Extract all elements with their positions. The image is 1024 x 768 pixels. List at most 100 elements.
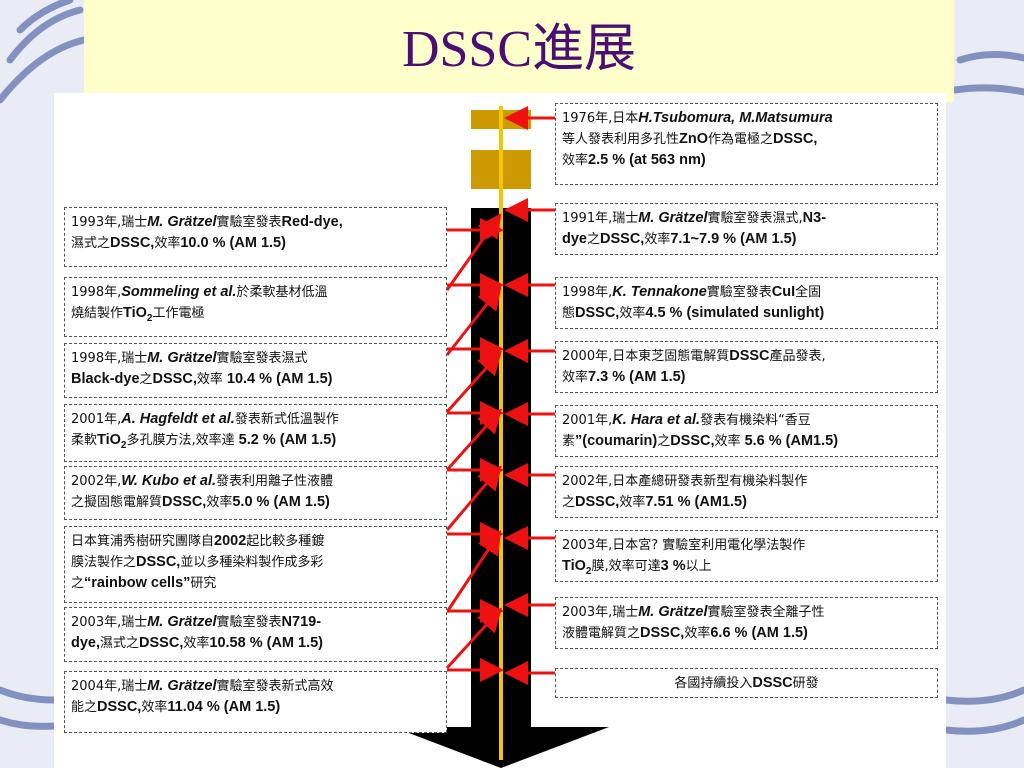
box-text-segment: 6.6 % (AM 1.5) bbox=[710, 625, 808, 641]
box-text-segment: 10.0 % (AM 1.5) bbox=[180, 235, 286, 251]
box-line: 1998年,Sommeling et al.於柔軟基材低溫 bbox=[71, 282, 440, 303]
box-text-segment: 之 bbox=[71, 576, 85, 591]
box-text-segment: N719- bbox=[281, 614, 322, 630]
left-event-box: 2002年,W. Kubo et al.發表利用離子性液體之擬固態電解質DSSC… bbox=[64, 466, 447, 520]
box-text-segment: 之 bbox=[657, 434, 671, 449]
box-text-segment: 實驗室發表 bbox=[216, 615, 282, 630]
box-text-segment: 實驗室發表 bbox=[706, 285, 772, 300]
box-text-segment: 工作電極 bbox=[152, 306, 205, 321]
box-text-segment: M. Grätzel bbox=[147, 214, 217, 230]
box-text-segment: 燒結製作 bbox=[71, 306, 124, 321]
box-text-segment: 2000年,日本東芝固態電解質 bbox=[562, 349, 730, 364]
diagonal-arrow bbox=[445, 350, 503, 414]
left-event-box: 2003年,瑞士M. Grätzel實驗室發表N719- dye,濕式之DSSC,… bbox=[64, 607, 447, 662]
box-text-segment: 態 bbox=[562, 306, 576, 321]
box-text-segment: 1998年, bbox=[562, 285, 613, 300]
box-text-segment: 5.6 % (AM1.5) bbox=[740, 433, 839, 449]
right-event-box: 1998年,K. Tennakone實驗室發表CuI全固態DSSC,效率4.5 … bbox=[555, 277, 938, 329]
box-text-segment: 效率 bbox=[619, 495, 646, 510]
box-text-segment: 效率 bbox=[714, 434, 741, 449]
box-text-segment: 發表有機染料“香豆 bbox=[700, 413, 811, 428]
box-text-segment: M. Grätzel bbox=[147, 614, 217, 630]
box-text-segment: Sommeling et al. bbox=[121, 284, 237, 300]
box-text-segment: 2 bbox=[146, 312, 153, 324]
box-line: dye,濕式之DSSC,效率10.58 % (AM 1.5) bbox=[71, 633, 440, 654]
box-text-segment: 各國持續投入 bbox=[674, 676, 753, 691]
box-text-segment: 2002年,日本產總研發表新型有機染料製作 bbox=[562, 474, 808, 489]
box-text-segment: 7.51 % (AM1.5) bbox=[645, 494, 747, 510]
box-line: 2001年,K. Hara et al.發表有機染料“香豆 bbox=[562, 410, 931, 431]
box-line: 液體電解質之DSSC,效率6.6 % (AM 1.5) bbox=[562, 623, 931, 644]
box-text-segment: 濕式之 bbox=[71, 236, 111, 251]
box-text-segment: 1998年,瑞士 bbox=[71, 351, 148, 366]
box-text-segment: 10.58 % (AM 1.5) bbox=[209, 635, 324, 651]
box-text-segment: DSSC, bbox=[670, 433, 715, 449]
box-text-segment: 發表新式低溫製作 bbox=[234, 412, 339, 427]
box-line: 2003年,日本宮? 實驗室利用電化學法製作 bbox=[562, 535, 931, 556]
box-text-segment: CuI bbox=[771, 284, 796, 300]
right-event-box: 各國持續投入DSSC研發 bbox=[555, 668, 938, 698]
box-line: 各國持續投入DSSC研發 bbox=[562, 673, 931, 694]
box-text-segment: 2003年,瑞士 bbox=[71, 615, 148, 630]
box-text-segment: 1976年,日本 bbox=[562, 111, 639, 126]
box-line: 1976年,日本H.Tsubomura, M.Matsumura bbox=[562, 108, 931, 129]
box-text-segment: dye bbox=[562, 231, 587, 247]
box-text-segment: ”(coumarin) bbox=[575, 433, 658, 449]
box-text-segment: dye, bbox=[71, 635, 101, 651]
box-line: 膜法製作之DSSC,並以多種染料製作成多彩 bbox=[71, 552, 440, 573]
box-text-segment: M. Grätzel bbox=[638, 604, 708, 620]
box-text-segment: DSSC, bbox=[575, 494, 620, 510]
box-text-segment: 日本箕浦秀樹研究團隊自 bbox=[71, 534, 215, 549]
box-text-segment: N3- bbox=[802, 210, 827, 226]
box-text-segment: “rainbow cells” bbox=[84, 575, 191, 591]
box-text-segment: 1998年, bbox=[71, 285, 122, 300]
box-text-segment: TiO bbox=[562, 558, 586, 574]
left-event-box: 1998年,Sommeling et al.於柔軟基材低溫燒結製作TiO2工作電… bbox=[64, 277, 447, 337]
box-text-segment: TiO bbox=[97, 432, 121, 448]
box-line: 能之DSSC,效率11.04 % (AM 1.5) bbox=[71, 697, 440, 718]
box-text-segment: M. Grätzel bbox=[147, 350, 217, 366]
box-text-segment: 之 bbox=[562, 495, 576, 510]
box-text-segment: 2002年, bbox=[71, 474, 122, 489]
box-line: 素”(coumarin)之DSSC,效率 5.6 % (AM1.5) bbox=[562, 431, 931, 452]
box-text-segment: 之擬固態電解質 bbox=[71, 495, 163, 510]
box-text-segment: 素 bbox=[562, 434, 576, 449]
box-text-segment: 4.5 % (simulated sunlight) bbox=[645, 305, 825, 321]
box-line: 1998年,瑞士M. Grätzel實驗室發表濕式 bbox=[71, 348, 440, 369]
box-line: 之擬固態電解質DSSC,效率5.0 % (AM 1.5) bbox=[71, 492, 440, 513]
box-text-segment: DSSC, bbox=[152, 371, 197, 387]
box-line: 之DSSC,效率7.51 % (AM1.5) bbox=[562, 492, 931, 513]
box-text-segment: 並以多種染料製作成多彩 bbox=[180, 555, 324, 570]
box-text-segment: 1993年,瑞士 bbox=[71, 215, 148, 230]
box-text-segment: 效率 bbox=[684, 626, 711, 641]
box-text-segment: DSSC bbox=[729, 348, 770, 364]
box-text-segment: DSSC, bbox=[575, 305, 620, 321]
box-line: 等人發表利用多孔性ZnO作為電極之DSSC, bbox=[562, 129, 931, 150]
box-text-segment: DSSC, bbox=[162, 494, 207, 510]
box-text-segment: 起比較多種鍍 bbox=[246, 534, 325, 549]
box-text-segment: 等人發表利用多孔性 bbox=[562, 132, 680, 147]
right-event-box: 2002年,日本產總研發表新型有機染料製作之DSSC,效率7.51 % (AM1… bbox=[555, 466, 938, 518]
box-text-segment: H.Tsubomura, M.Matsumura bbox=[638, 110, 833, 126]
box-text-segment: 11.04 % (AM 1.5) bbox=[167, 699, 281, 715]
box-text-segment: 效率 bbox=[206, 495, 233, 510]
diagonal-arrow bbox=[445, 465, 502, 531]
box-text-segment: 於柔軟基材低溫 bbox=[236, 285, 328, 300]
right-event-box: 1991年,瑞士M. Grätzel實驗室發表濕式,N3-dye之DSSC,效率… bbox=[555, 203, 938, 255]
box-text-segment: 實驗室發表濕式, bbox=[707, 211, 803, 226]
box-text-segment: 效率 bbox=[619, 306, 646, 321]
diagonal-arrow bbox=[445, 213, 502, 291]
box-text-segment: 能之 bbox=[71, 700, 98, 715]
box-text-segment: 效率 bbox=[562, 153, 589, 168]
box-text-segment: 實驗室發表全離子性 bbox=[707, 605, 825, 620]
box-line: 之“rainbow cells”研究 bbox=[71, 573, 440, 594]
box-line: dye之DSSC,效率7.1~7.9 % (AM 1.5) bbox=[562, 229, 931, 250]
box-text-segment: 2.5 % (at 563 nm) bbox=[588, 152, 706, 168]
diagonal-arrow bbox=[445, 285, 502, 356]
box-text-segment: 液體電解質之 bbox=[562, 626, 641, 641]
box-text-segment: 7.1~7.9 % (AM 1.5) bbox=[670, 231, 797, 247]
box-line: 2004年,瑞士M. Grätzel實驗室發表新式高效 bbox=[71, 676, 440, 697]
